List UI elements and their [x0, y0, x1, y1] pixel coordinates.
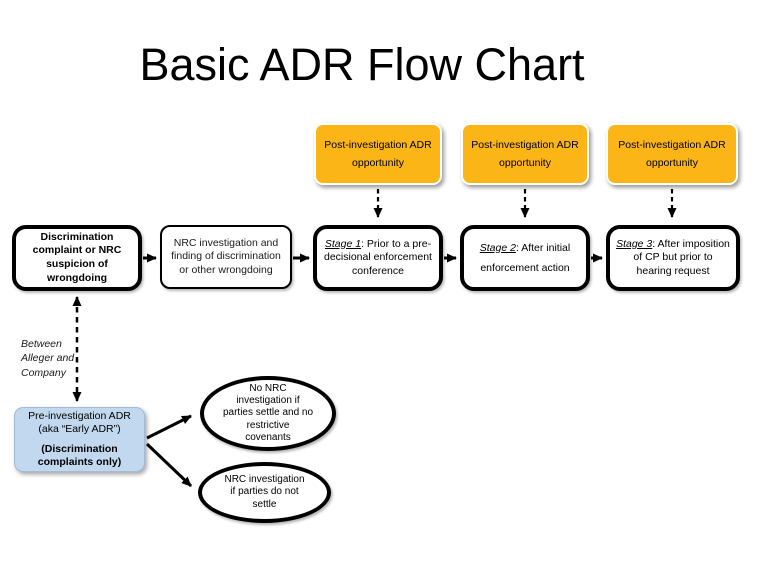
investigation-text: NRC investigation and finding of discrim…	[171, 236, 281, 276]
investigation-box: NRC investigation and finding of discrim…	[160, 225, 292, 289]
stage1-name: Stage 1	[324, 237, 362, 250]
between-label: Between Alleger and Company	[21, 338, 75, 379]
stage2-box: Stage 2: After initial enforcement actio…	[460, 225, 590, 291]
stage2-name: Stage 2	[479, 241, 516, 254]
arrow-preadr-to-no-settle	[145, 442, 193, 488]
post-adr-label-1: Post-investigation ADR opportunity	[324, 138, 432, 169]
complaint-text: Discrimination complaint or NRC suspicio…	[32, 230, 122, 284]
pre-adr-line1: Pre-investigation ADR	[28, 409, 131, 422]
stage2-rest: : After initial enforcement action	[480, 241, 571, 274]
post-adr-box-2: Post-investigation ADR opportunity	[461, 123, 589, 185]
stage3-box: Stage 3: After imposition of CP but prio…	[606, 225, 740, 291]
stage1-rest: : Prior to a pre-decisional enforcement …	[324, 237, 432, 277]
stage1-box: Stage 1: Prior to a pre-decisional enfor…	[313, 225, 443, 291]
complaint-box: Discrimination complaint or NRC suspicio…	[12, 225, 142, 291]
post-adr-label-3: Post-investigation ADR opportunity	[618, 138, 726, 169]
pre-adr-line2: (aka “Early ADR”)	[38, 423, 121, 436]
arrow-preadr-to-settle	[146, 414, 192, 440]
stage3-rest: : After imposition of CP but prior to he…	[633, 237, 730, 277]
outcome-no-settle-ellipse: NRC investigation if parties do not sett…	[198, 462, 331, 523]
page-title: Basic ADR Flow Chart	[139, 39, 585, 90]
pre-adr-box: Pre-investigation ADR (aka “Early ADR”) …	[14, 407, 145, 472]
stage3-name: Stage 3	[616, 237, 653, 250]
outcome-settle-ellipse: No NRC investigation if parties settle a…	[200, 376, 336, 451]
post-adr-label-2: Post-investigation ADR opportunity	[471, 138, 579, 169]
stage3-text: Stage 3: After imposition of CP but prio…	[616, 238, 730, 279]
pre-adr-emphasis: (Discrimination complaints only)	[37, 442, 122, 468]
stage2-text: Stage 2: After initial enforcement actio…	[470, 238, 580, 279]
stage1-text: Stage 1: Prior to a pre-decisional enfor…	[323, 238, 433, 279]
post-adr-box-3: Post-investigation ADR opportunity	[606, 123, 738, 185]
outcome-no-settle-text: NRC investigation if parties do not sett…	[224, 473, 305, 510]
post-adr-box-1: Post-investigation ADR opportunity	[314, 123, 442, 185]
outcome-settle-text: No NRC investigation if parties settle a…	[222, 382, 314, 444]
